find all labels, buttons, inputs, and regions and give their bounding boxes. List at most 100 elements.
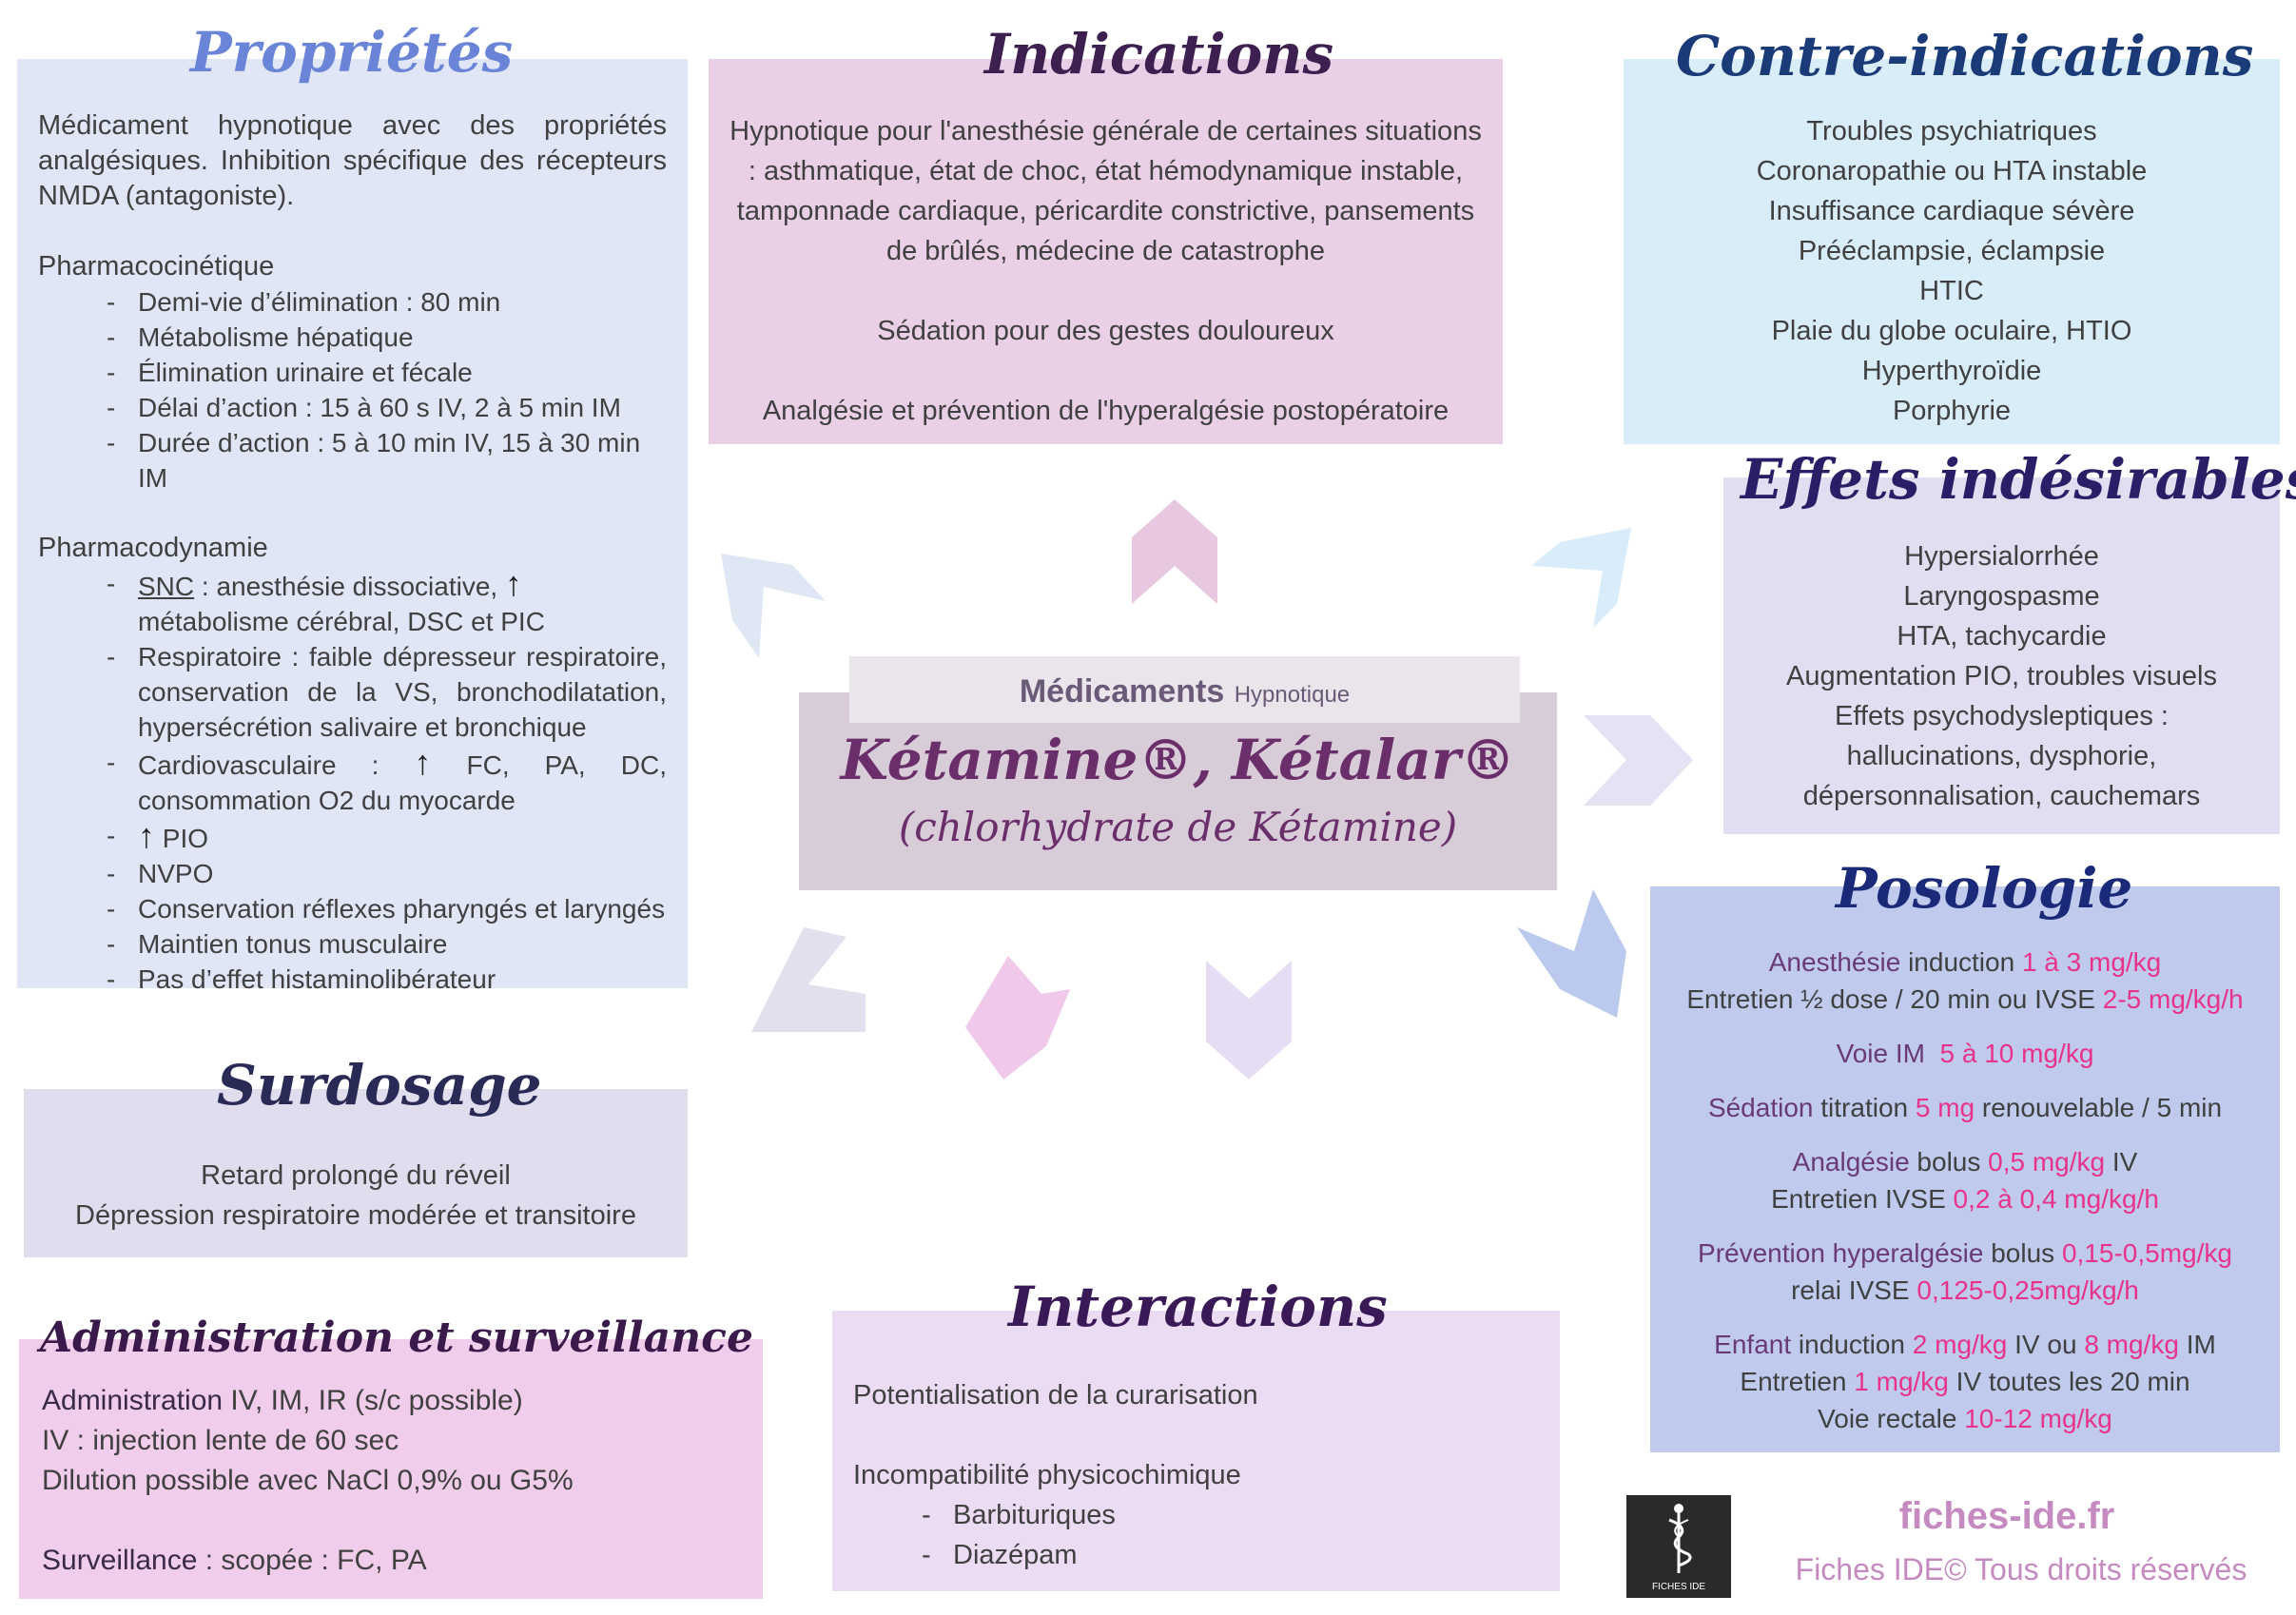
poso-value: 0,125-0,25mg/kg/h bbox=[1917, 1275, 2139, 1305]
effet-item: hallucinations, dysphorie, bbox=[1846, 741, 2157, 771]
ci-item: Hyperthyroïdie bbox=[1861, 356, 2042, 386]
poso-label: Voie IM bbox=[1836, 1039, 1925, 1068]
indications-p1: Hypnotique pour l'anesthésie générale de… bbox=[730, 116, 1482, 266]
pd-item-cardio: Cardiovasculaire : ↑ FC, PA, DC, consomm… bbox=[38, 745, 667, 818]
poso-value: 0,5 mg/kg bbox=[1988, 1147, 2106, 1177]
proprietes-panel: Médicament hypnotique avec des propriété… bbox=[17, 59, 688, 997]
snc-text-2: métabolisme cérébral, DSC et PIC bbox=[138, 607, 545, 636]
pd-item-pio: ↑ PIO bbox=[38, 818, 667, 856]
poso-text: Voie rectale bbox=[1818, 1404, 1965, 1433]
pd-item-snc: SNC : anesthésie dissociative, ↑ métabol… bbox=[38, 566, 667, 639]
contre-indications-panel: Troubles psychiatriques Coronaropathie o… bbox=[1624, 59, 2280, 444]
pk-heading: Pharmacocinétique bbox=[38, 251, 275, 282]
pk-item: Élimination urinaire et fécale bbox=[38, 355, 667, 390]
interaction-item: Barbituriques bbox=[853, 1495, 1539, 1535]
surveillance-text: : scopée : FC, PA bbox=[197, 1545, 427, 1576]
pd-item-resp: Respiratoire : faible dépresseur respira… bbox=[38, 639, 667, 745]
pd-list: SNC : anesthésie dissociative, ↑ métabol… bbox=[38, 566, 667, 997]
effets-panel: Hypersialorrhée Laryngospasme HTA, tachy… bbox=[1723, 477, 2280, 834]
poso-analgesie: Analgésie bolus 0,5 mg/kg IV Entretien I… bbox=[1654, 1143, 2276, 1217]
pd-heading: Pharmacodynamie bbox=[38, 533, 268, 563]
admin-label: Administration bbox=[42, 1385, 224, 1416]
pio-text: PIO bbox=[155, 824, 209, 853]
poso-value: 1 mg/kg bbox=[1854, 1367, 1949, 1396]
poso-label: Analgésie bbox=[1792, 1147, 1910, 1177]
poso-value: 0,2 à 0,4 mg/kg/h bbox=[1953, 1184, 2159, 1214]
interactions-line: Potentialisation de la curarisation bbox=[853, 1380, 1258, 1411]
poso-label: Sédation bbox=[1707, 1093, 1814, 1122]
proprietes-title: Propriétés bbox=[190, 20, 514, 85]
arrow-up-right-icon bbox=[1531, 528, 1631, 628]
poso-label: Enfant bbox=[1714, 1330, 1792, 1359]
poso-value: 0,15-0,5mg/kg bbox=[2061, 1238, 2232, 1268]
site-name[interactable]: fiches-ide.fr bbox=[1898, 1495, 2115, 1537]
pk-item: Durée d’action : 5 à 10 min IV, 15 à 30 … bbox=[38, 425, 667, 496]
pd-item: NVPO bbox=[38, 856, 667, 891]
logo-text: FICHES IDE bbox=[1651, 1582, 1706, 1592]
poso-prevention: Prévention hyperalgésie bolus 0,15-0,5mg… bbox=[1654, 1235, 2276, 1309]
center-category-bar: Médicaments Hypnotique bbox=[849, 656, 1520, 723]
poso-value: 8 mg/kg bbox=[2084, 1330, 2179, 1359]
poso-anesthesie: Anesthésie induction 1 à 3 mg/kg Entreti… bbox=[1654, 944, 2276, 1018]
interactions-line: Incompatibilité physicochimique bbox=[853, 1460, 1241, 1490]
fiches-ide-logo: FICHES IDE bbox=[1626, 1495, 1731, 1598]
copyright: Fiches IDE© Tous droits réservés bbox=[1795, 1552, 2247, 1586]
admin-line: Surveillance : scopée : FC, PA bbox=[42, 1541, 740, 1581]
up-arrow-icon: ↑ bbox=[504, 564, 522, 603]
poso-text: bolus bbox=[1983, 1238, 2062, 1268]
pd-item: Pas d’effet histaminolibérateur bbox=[38, 962, 667, 997]
drug-dci: (chlorhydrate de Kétamine) bbox=[898, 804, 1458, 850]
poso-text: Entretien IVSE bbox=[1771, 1184, 1954, 1214]
effet-item: Hypersialorrhée bbox=[1904, 541, 2099, 572]
poso-sedation: Sédation titration 5 mg renouvelable / 5… bbox=[1654, 1089, 2276, 1126]
snc-label: SNC bbox=[138, 572, 195, 601]
poso-text: relai IVSE bbox=[1791, 1275, 1917, 1305]
interactions-title: Interactions bbox=[1008, 1274, 1388, 1339]
interaction-item: Diazépam bbox=[853, 1535, 1539, 1575]
poso-value: 2 mg/kg bbox=[1912, 1330, 2008, 1359]
poso-text: Entretien ½ dose / 20 min ou IVSE bbox=[1686, 984, 2103, 1014]
arrow-left-icon bbox=[751, 927, 866, 1032]
poso-label: Anesthésie bbox=[1768, 947, 1901, 977]
poso-text: IM bbox=[2178, 1330, 2216, 1359]
pd-item: Maintien tonus musculaire bbox=[38, 926, 667, 962]
arrow-down-right-icon bbox=[1517, 889, 1626, 1018]
effet-item: dépersonnalisation, cauchemars bbox=[1802, 781, 2201, 811]
effets-title: Effets indésirables bbox=[1741, 447, 2296, 512]
admin-line: IV : injection lente de 60 sec bbox=[42, 1425, 399, 1456]
poso-text: IV ou bbox=[2007, 1330, 2085, 1359]
poso-value: 5 à 10 mg/kg bbox=[1939, 1039, 2094, 1068]
caduceus-icon bbox=[1668, 1504, 1692, 1573]
poso-text: IV bbox=[2105, 1147, 2138, 1177]
admin-title: Administration et surveillance bbox=[40, 1313, 753, 1362]
poso-text: renouvelable / 5 min bbox=[1975, 1093, 2223, 1122]
snc-text: : anesthésie dissociative, bbox=[194, 572, 505, 601]
effet-item: Augmentation PIO, troubles visuels bbox=[1786, 661, 2217, 691]
drug-name: Kétamine®, Kétalar® bbox=[840, 728, 1516, 792]
ci-item: Prééclampsie, éclampsie bbox=[1798, 236, 2106, 266]
arrow-up-icon bbox=[1132, 499, 1217, 604]
up-arrow-icon: ↑ bbox=[138, 816, 155, 855]
arrow-right-icon bbox=[1584, 715, 1693, 806]
ci-item: HTIC bbox=[1919, 276, 1984, 306]
poso-text: IV toutes les 20 min bbox=[1948, 1367, 2190, 1396]
center-subcategory: Hypnotique bbox=[1234, 682, 1351, 708]
poso-text: induction bbox=[1900, 947, 2022, 977]
pk-item: Métabolisme hépatique bbox=[38, 320, 667, 355]
indications-p3: Analgésie et prévention de l'hyperalgési… bbox=[762, 396, 1450, 426]
poso-text: titration bbox=[1813, 1093, 1916, 1122]
cardio-text: Cardiovasculaire : bbox=[138, 750, 415, 780]
poso-value: 1 à 3 mg/kg bbox=[2021, 947, 2162, 977]
ci-item: Insuffisance cardiaque sévère bbox=[1768, 196, 2135, 226]
indications-p2: Sédation pour des gestes douloureux bbox=[877, 316, 1334, 346]
center-category: Médicaments bbox=[1019, 673, 1225, 710]
arrow-down-left-icon bbox=[965, 956, 1070, 1080]
poso-text: bolus bbox=[1909, 1147, 1989, 1177]
surdosage-line: Retard prolongé du réveil bbox=[201, 1160, 511, 1191]
ci-item: Plaie du globe oculaire, HTIO bbox=[1771, 316, 2132, 346]
indications-panel: Hypnotique pour l'anesthésie générale de… bbox=[709, 59, 1503, 444]
poso-label: Prévention hyperalgésie bbox=[1698, 1238, 1984, 1268]
admin-panel: Administration IV, IM, IR (s/c possible)… bbox=[19, 1339, 763, 1599]
ci-item: Porphyrie bbox=[1892, 396, 2012, 426]
ci-item: Coronaropathie ou HTA instable bbox=[1756, 156, 2148, 186]
